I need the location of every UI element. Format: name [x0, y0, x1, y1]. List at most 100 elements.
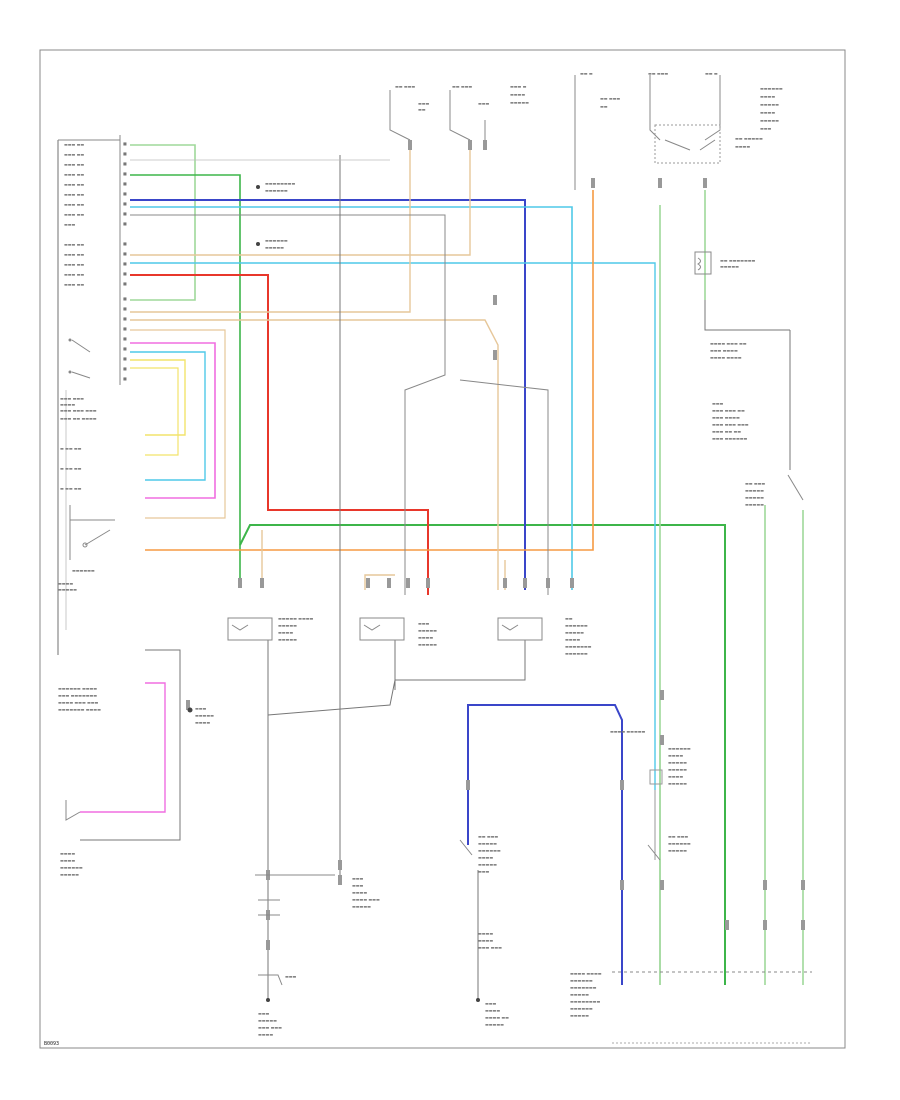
- svg-text:▬▬▬▬▬▬▬: ▬▬▬▬▬▬▬: [570, 985, 597, 990]
- svg-text:■: ■: [123, 281, 127, 286]
- svg-text:▬▬▬▬ ▬▬▬ ▬▬▬: ▬▬▬▬ ▬▬▬ ▬▬▬: [58, 700, 99, 705]
- svg-text:▬▬ ▬▬▬: ▬▬ ▬▬▬: [668, 834, 688, 839]
- svg-text:▬▬▬▬▬▬: ▬▬▬▬▬▬: [565, 623, 588, 628]
- svg-text:■: ■: [123, 366, 127, 371]
- svg-text:▬▬ ▬: ▬▬ ▬: [580, 71, 593, 76]
- svg-text:▬▬▬ ▬▬: ▬▬▬ ▬▬: [64, 272, 84, 277]
- svg-text:▬▬▬: ▬▬▬: [478, 101, 490, 106]
- wire-pink-1: [130, 342, 216, 499]
- svg-text:▬▬▬▬▬: ▬▬▬▬▬: [720, 264, 739, 269]
- svg-text:▬▬▬: ▬▬▬: [418, 621, 430, 626]
- svg-text:▬▬▬: ▬▬▬: [352, 883, 364, 888]
- module-pin-numbers: ■■■ ■■■ ■■■ ■■■ ■■■ ■■■ ■■■ ■■: [123, 141, 127, 381]
- svg-text:▬▬▬▬▬: ▬▬▬▬▬: [418, 628, 437, 633]
- svg-text:▬▬▬▬: ▬▬▬▬: [418, 635, 433, 640]
- svg-text:▬▬▬ ▬▬ ▬▬: ▬▬▬ ▬▬ ▬▬: [712, 429, 741, 434]
- blower-switch: ▬ ▬▬ ▬▬▬ ▬▬ ▬▬ ▬ ▬▬ ▬▬▬▬▬▬▬▬ ▬▬▬▬▬▬▬▬▬: [58, 446, 115, 592]
- wire-yellow-1: [130, 359, 186, 436]
- svg-text:▬▬▬▬▬▬: ▬▬▬▬▬▬: [72, 568, 95, 573]
- svg-text:▬▬▬▬▬▬: ▬▬▬▬▬▬: [265, 188, 288, 193]
- wire-black-4: [459, 379, 549, 595]
- svg-text:▬▬ ▬▬▬▬▬▬▬: ▬▬ ▬▬▬▬▬▬▬: [720, 258, 756, 263]
- svg-text:▬▬▬▬▬ ▬▬▬▬: ▬▬▬▬▬ ▬▬▬▬: [278, 616, 314, 621]
- svg-text:▬▬▬▬▬: ▬▬▬▬▬: [668, 781, 687, 786]
- wire-black-1: [130, 214, 446, 595]
- svg-text:▬▬▬▬▬: ▬▬▬▬▬: [745, 502, 764, 507]
- svg-text:▬▬▬: ▬▬▬: [195, 706, 207, 711]
- svg-text:▬▬▬: ▬▬▬: [760, 126, 772, 131]
- svg-text:▬▬▬ ▬▬: ▬▬▬ ▬▬: [64, 212, 84, 217]
- svg-text:▬▬▬▬▬: ▬▬▬▬▬: [478, 841, 497, 846]
- svg-text:▬▬▬ ▬▬▬▬▬▬: ▬▬▬ ▬▬▬▬▬▬: [712, 436, 748, 441]
- svg-text:▬▬: ▬▬: [418, 107, 426, 112]
- svg-text:▬▬▬: ▬▬▬: [64, 222, 76, 227]
- svg-text:▬▬ ▬▬▬: ▬▬ ▬▬▬: [452, 84, 472, 89]
- svg-text:■: ■: [123, 306, 127, 311]
- svg-text:▬▬▬▬: ▬▬▬▬: [478, 931, 493, 936]
- wire-black-8: [80, 649, 181, 841]
- svg-text:▬▬▬: ▬▬▬: [485, 1001, 497, 1006]
- svg-text:▬▬▬▬: ▬▬▬▬: [478, 938, 493, 943]
- svg-text:■: ■: [123, 346, 127, 351]
- svg-text:▬▬▬▬▬▬▬▬: ▬▬▬▬▬▬▬▬: [265, 181, 295, 186]
- wire-pink-2: [80, 682, 166, 813]
- svg-text:▬▬▬▬: ▬▬▬▬: [352, 890, 367, 895]
- svg-text:▬▬▬▬▬▬: ▬▬▬▬▬▬: [668, 841, 691, 846]
- svg-text:▬▬▬▬▬: ▬▬▬▬▬: [195, 713, 214, 718]
- actuator-right: ▬▬▬▬▬▬▬▬ ▬▬▬▬▬▬▬▬▬ ▬▬▬▬▬▬▬▬▬▬▬▬▬: [497, 616, 592, 656]
- svg-text:■: ■: [123, 271, 127, 276]
- svg-text:■: ■: [123, 326, 127, 331]
- wire-red-1: [130, 274, 429, 595]
- svg-text:▬▬▬ ▬▬▬ ▬▬▬: ▬▬▬ ▬▬▬ ▬▬▬: [60, 408, 97, 413]
- lower-middle-components: ▬▬▬▬▬▬ ▬▬▬▬▬▬▬▬ ▬▬▬ ▬▬▬▬▬▬▬▬ ▬▬▬▬▬▬▬▬ ▬▬…: [255, 874, 380, 1037]
- svg-text:▬▬▬▬▬▬: ▬▬▬▬▬▬: [570, 1006, 593, 1011]
- svg-text:▬▬▬▬: ▬▬▬▬: [58, 581, 73, 586]
- svg-text:▬▬▬▬▬▬: ▬▬▬▬▬▬: [478, 848, 501, 853]
- svg-text:▬▬▬: ▬▬▬: [712, 401, 724, 406]
- svg-text:■: ■: [123, 241, 127, 246]
- svg-text:▬▬▬ ▬▬: ▬▬▬ ▬▬: [64, 282, 84, 287]
- svg-text:▬▬▬▬▬▬: ▬▬▬▬▬▬: [570, 978, 593, 983]
- svg-text:▬▬▬ ▬▬: ▬▬▬ ▬▬: [64, 172, 84, 177]
- svg-text:▬▬: ▬▬: [565, 616, 573, 621]
- svg-text:▬▬▬▬▬: ▬▬▬▬▬: [352, 904, 371, 909]
- svg-text:▬▬▬ ▬▬: ▬▬▬ ▬▬: [64, 162, 84, 167]
- svg-text:▬▬▬ ▬▬▬▬: ▬▬▬ ▬▬▬▬: [710, 348, 738, 353]
- svg-text:▬▬▬▬▬: ▬▬▬▬▬: [258, 1018, 277, 1023]
- actuator-left: ▬▬▬▬▬ ▬▬▬▬▬▬▬▬▬ ▬▬▬▬▬▬▬▬▬: [227, 616, 314, 642]
- svg-text:▬▬▬▬▬: ▬▬▬▬▬: [265, 245, 284, 250]
- svg-text:■: ■: [123, 211, 127, 216]
- svg-text:■: ■: [123, 251, 127, 256]
- svg-text:▬▬▬▬: ▬▬▬▬: [668, 753, 683, 758]
- svg-text:▬▬▬▬ ▬▬▬ ▬▬: ▬▬▬▬ ▬▬▬ ▬▬: [710, 341, 747, 346]
- svg-text:▬▬▬▬▬: ▬▬▬▬▬: [668, 760, 687, 765]
- svg-text:▬▬▬▬▬: ▬▬▬▬▬: [668, 848, 687, 853]
- svg-text:■: ■: [123, 376, 127, 381]
- module-pin-labels: ▬▬▬ ▬▬ ▬▬▬ ▬▬ ▬▬▬ ▬▬ ▬▬▬ ▬▬ ▬▬▬ ▬▬ ▬▬▬ ▬▬ ▬…: [60, 142, 97, 421]
- wire-black-6: [267, 640, 526, 716]
- svg-text:▬▬▬▬ ▬▬▬▬: ▬▬▬▬ ▬▬▬▬: [570, 971, 602, 976]
- svg-text:▬▬▬ ▬▬▬: ▬▬▬ ▬▬▬: [258, 1025, 282, 1030]
- svg-text:▬▬ ▬▬▬: ▬▬ ▬▬▬: [395, 84, 415, 89]
- svg-text:▬▬▬▬▬: ▬▬▬▬▬: [58, 587, 77, 592]
- svg-text:▬▬▬▬▬: ▬▬▬▬▬: [570, 992, 589, 997]
- svg-text:▬▬▬ ▬: ▬▬▬ ▬: [510, 84, 527, 89]
- svg-text:■: ■: [123, 221, 127, 226]
- lower-left-components: ▬▬▬▬▬▬ ▬▬▬▬▬▬▬ ▬▬▬▬▬▬▬ ▬▬▬▬ ▬▬▬ ▬▬▬▬▬▬▬▬…: [58, 686, 214, 877]
- svg-text:▬▬▬ ▬▬▬: ▬▬▬ ▬▬▬: [478, 945, 502, 950]
- diagram-code: B0093: [44, 1041, 59, 1047]
- wire-lightblue-1: [130, 206, 573, 590]
- svg-text:▬▬▬ ▬▬: ▬▬▬ ▬▬: [64, 152, 84, 157]
- svg-text:▬▬▬▬▬: ▬▬▬▬▬: [570, 1013, 589, 1018]
- svg-text:■: ■: [123, 161, 127, 166]
- wire-yellow-2: [130, 367, 179, 456]
- svg-text:▬▬▬▬▬: ▬▬▬▬▬: [760, 118, 779, 123]
- svg-text:■: ■: [123, 201, 127, 206]
- svg-text:▬ ▬▬ ▬▬: ▬ ▬▬ ▬▬: [60, 446, 82, 451]
- top-fuses: ▬▬ ▬▬▬▬▬▬▬▬ ▬▬ ▬▬▬▬▬▬ ▬▬▬ ▬▬▬▬▬▬▬▬▬▬ ▬▬ …: [256, 71, 783, 250]
- wire-tan-4: [130, 329, 226, 519]
- svg-text:■: ■: [123, 191, 127, 196]
- wire-orange-1: [145, 190, 594, 551]
- svg-text:▬▬▬ ▬▬▬: ▬▬▬ ▬▬▬: [60, 396, 84, 401]
